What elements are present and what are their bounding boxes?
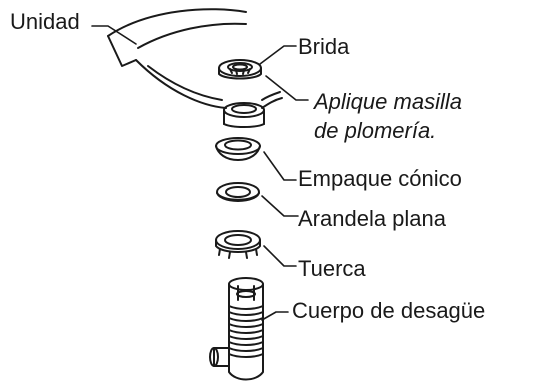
basin-unit — [107, 8, 283, 128]
label-nut: Tuerca — [298, 256, 366, 281]
leader-flange — [259, 45, 297, 65]
leader-unit — [91, 25, 137, 45]
cone-gasket-part — [215, 137, 261, 161]
label-putty-line-2: de plomería. — [314, 118, 437, 143]
label-unit: Unidad — [10, 9, 80, 34]
nut-part — [215, 230, 261, 259]
label-flat-washer: Arandela plana — [298, 206, 447, 231]
basin-left-rim — [107, 35, 137, 67]
leader-drain-body — [261, 311, 289, 321]
leader-lines — [91, 25, 309, 321]
basin-outer-curve — [135, 59, 227, 109]
flat-washer-part — [216, 182, 260, 202]
leader-putty — [265, 75, 309, 101]
leader-cone-gasket — [263, 151, 297, 181]
label-drain-body: Cuerpo de desagüe — [292, 298, 486, 323]
basin-right-inner — [261, 91, 281, 101]
basin-top-edge — [107, 8, 247, 37]
basin-opening-inner — [231, 104, 257, 114]
basin-neck-bottom — [223, 123, 265, 128]
flange-part — [218, 59, 262, 80]
basin-inner-edge — [137, 22, 247, 49]
label-putty-line-1: Aplique masilla — [314, 89, 462, 114]
leader-flat-washer — [261, 195, 299, 217]
drain-body-part — [209, 277, 264, 381]
label-cone-gasket: Empaque cónico — [298, 166, 462, 191]
basin-neck — [223, 109, 265, 125]
leader-nut — [263, 245, 297, 267]
label-flange: Brida — [298, 34, 350, 59]
basin-right-outer — [261, 97, 283, 109]
basin-inner-curve — [147, 65, 223, 101]
